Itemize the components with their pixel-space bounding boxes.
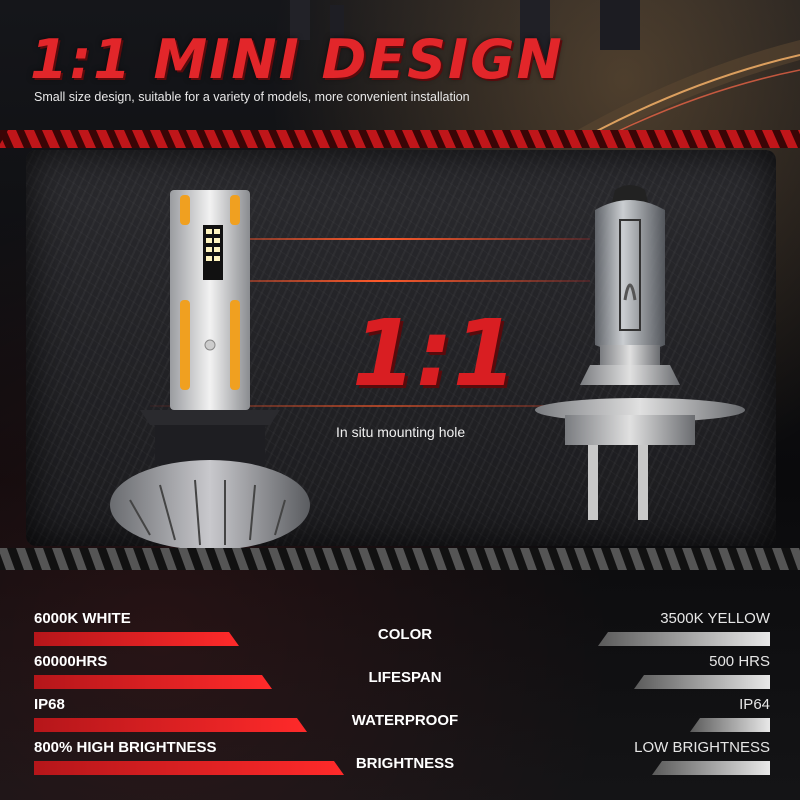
halogen-color-value: 3500K YELLOW <box>660 610 770 627</box>
bottom-stripe-divider <box>0 548 800 570</box>
halogen-bulb-image <box>535 185 745 520</box>
led-brightness-value: 800% HIGH BRIGHTNESS <box>34 739 217 756</box>
page-subtitle: Small size design, suitable for a variet… <box>34 90 470 104</box>
guide-line-low <box>150 405 610 407</box>
halogen-color-bar <box>598 632 770 646</box>
halogen-waterproof-bar <box>690 718 770 732</box>
category-brightness-label: BRIGHTNESS <box>355 755 455 772</box>
page-title: 1:1 MINI DESIGN <box>30 28 564 91</box>
led-bulb-image <box>110 190 310 550</box>
guide-line-mid <box>170 280 590 282</box>
led-color-bar <box>34 632 239 646</box>
top-stripe-divider <box>0 130 800 148</box>
ratio-graphic: 1:1 <box>352 300 517 407</box>
halogen-lifespan-bar <box>634 675 770 689</box>
city-background-illustration <box>290 0 800 140</box>
led-brightness-bar <box>34 761 344 775</box>
halogen-waterproof-value: IP64 <box>739 696 770 713</box>
category-waterproof-label: WATERPROOF <box>351 712 459 729</box>
led-waterproof-bar <box>34 718 307 732</box>
led-lifespan-value: 60000HRS <box>34 653 108 670</box>
led-waterproof-value: IP68 <box>34 696 65 713</box>
category-color-label: COLOR <box>377 626 433 643</box>
guide-line-top <box>170 238 590 240</box>
halogen-lifespan-value: 500 HRS <box>709 653 770 670</box>
led-lifespan-bar <box>34 675 272 689</box>
led-color-value: 6000K WHITE <box>34 610 131 627</box>
category-lifespan-label: LIFESPAN <box>368 669 442 686</box>
halogen-brightness-value: LOW BRIGHTNESS <box>634 739 770 756</box>
halogen-brightness-bar <box>652 761 770 775</box>
mounting-hole-label: In situ mounting hole <box>336 424 466 440</box>
